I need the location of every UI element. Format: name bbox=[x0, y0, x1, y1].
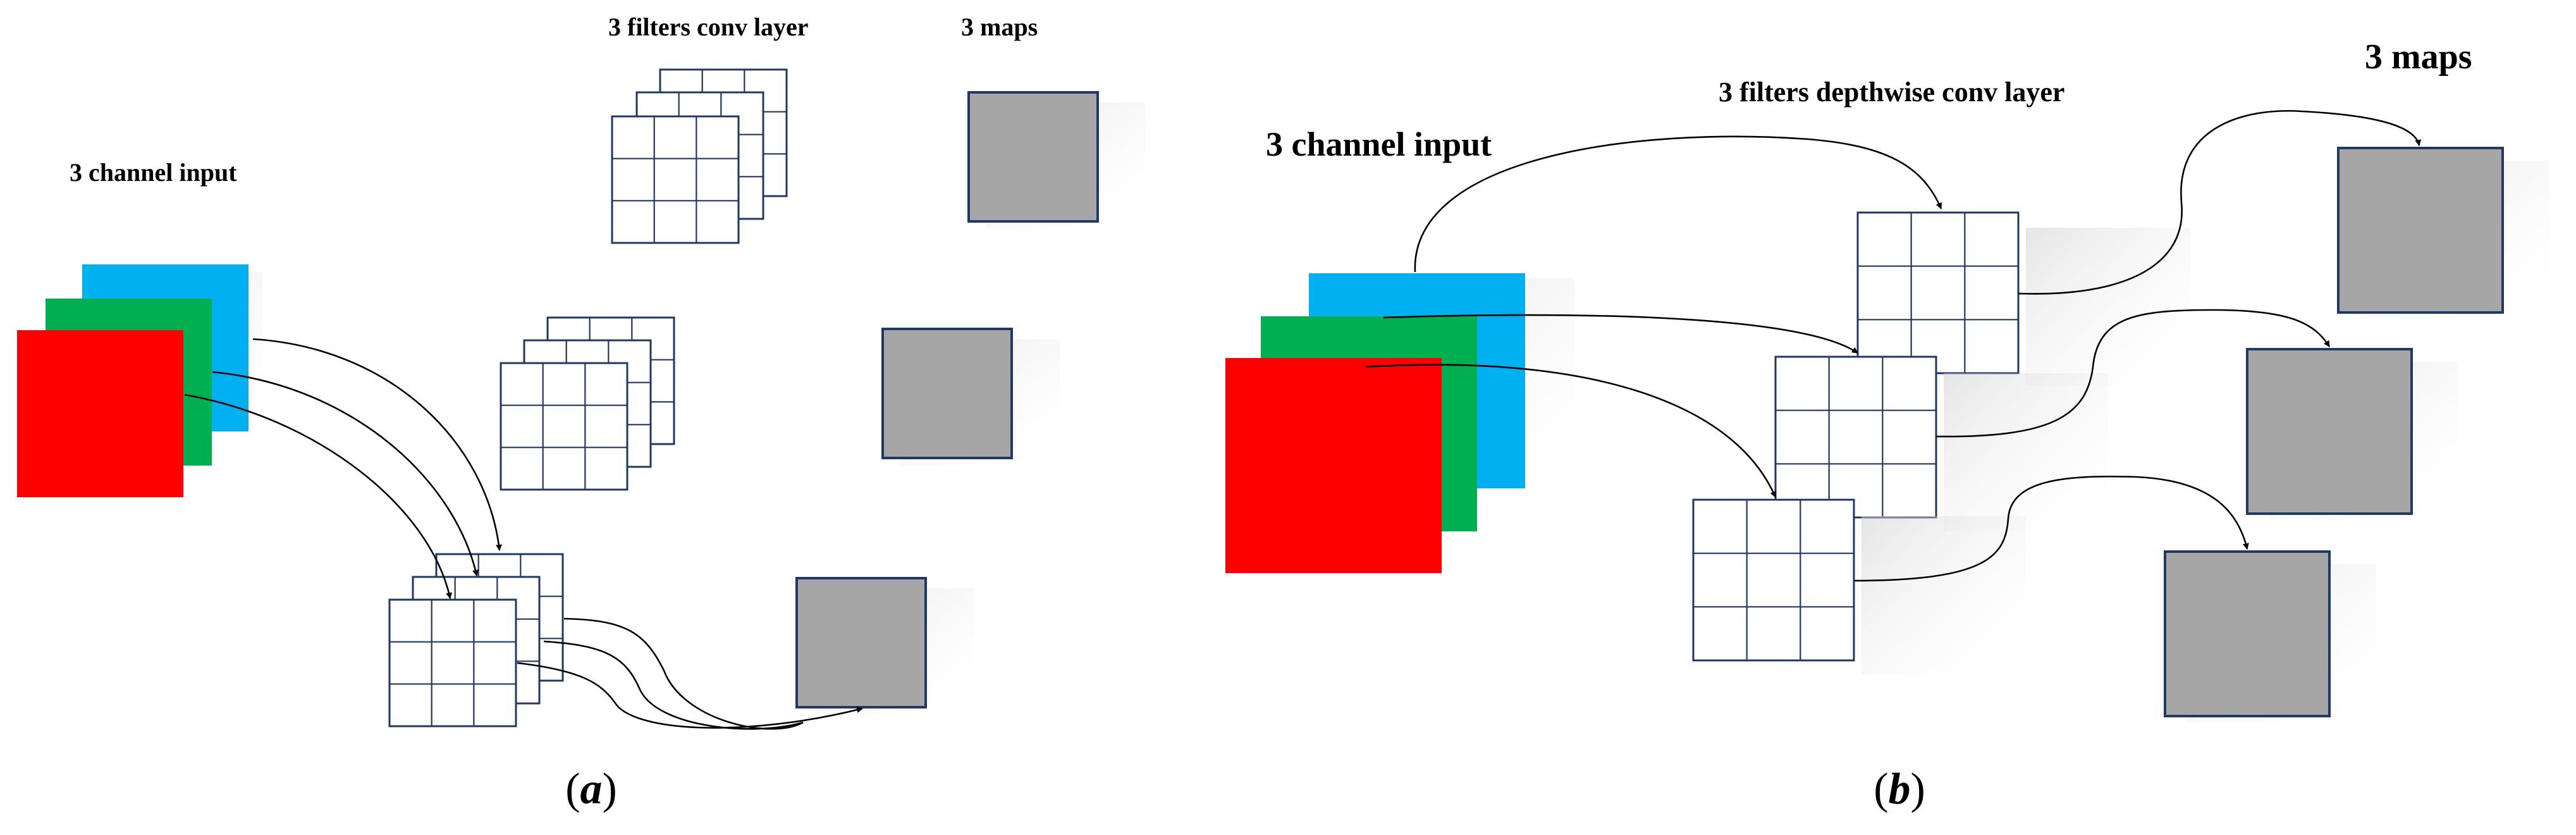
panel-a-output-map-1 bbox=[967, 91, 1099, 223]
merge-line-3 bbox=[517, 662, 863, 729]
panel-b: 3 channel input 3 filters depthwise conv… bbox=[1225, 37, 2549, 813]
panel-a: 3 channel input 3 filters conv layer 3 m… bbox=[17, 13, 1146, 813]
panel-a-caption: (a) bbox=[565, 765, 617, 813]
panel-b-output-arrows bbox=[1853, 110, 2422, 582]
kernel-frame bbox=[611, 115, 740, 244]
panel-a-input-arrows bbox=[184, 338, 502, 599]
merge-line-1 bbox=[563, 617, 804, 730]
panel-b-caption: (b) bbox=[1874, 765, 1925, 813]
panel-b-input-stack bbox=[1225, 273, 1574, 573]
panel-a-merge-arrows bbox=[517, 617, 863, 730]
panel-b-output-map-3 bbox=[2164, 550, 2331, 717]
panel-b-input-arrows bbox=[1365, 135, 1942, 498]
arrow-green-to-filter bbox=[212, 371, 479, 576]
panel-a-filter-stack-2 bbox=[500, 316, 675, 491]
arrow-red-to-filter bbox=[184, 393, 452, 599]
panel-a-input-stack bbox=[17, 264, 262, 497]
panel-b-output-map-2 bbox=[2246, 348, 2413, 515]
depthwise-kernel-1 bbox=[1856, 211, 2020, 374]
arrow-kernel-3-to-map-3 bbox=[1853, 475, 2249, 582]
panel-a-filters-label: 3 filters conv layer bbox=[608, 13, 809, 41]
kernel-grid bbox=[500, 362, 629, 491]
panel-a-maps-label: 3 maps bbox=[961, 13, 1038, 41]
kernel-frame bbox=[1692, 498, 1855, 662]
kernel-grid bbox=[388, 598, 517, 727]
panel-b-input-label: 3 channel input bbox=[1266, 125, 1492, 163]
panel-b-output-maps bbox=[2164, 147, 2549, 722]
kernel-frame bbox=[1856, 211, 2020, 374]
depthwise-kernel-3 bbox=[1692, 498, 1855, 662]
panel-a-filter-stack-1 bbox=[611, 68, 788, 244]
panel-a-filter-stack-3 bbox=[388, 553, 564, 727]
arrow-kernel-2-to-map-2 bbox=[1935, 309, 2331, 438]
kernel-frame bbox=[500, 362, 629, 491]
panel-a-output-map-2 bbox=[881, 328, 1013, 459]
kernel-grid bbox=[611, 115, 740, 244]
panel-a-channel-red bbox=[17, 330, 183, 497]
arrow-red-to-kernel-3 bbox=[1365, 364, 1777, 498]
panel-a-output-map-3 bbox=[795, 577, 927, 708]
arrow-blue-to-kernel-1 bbox=[1414, 135, 1942, 273]
panel-a-input-label: 3 channel input bbox=[70, 158, 237, 187]
kernel-shadow bbox=[1861, 516, 2026, 674]
arrow-kernel-1-to-map-1 bbox=[2018, 110, 2422, 295]
kernel-frame bbox=[1774, 356, 1937, 519]
merge-line-2 bbox=[543, 640, 804, 730]
panel-b-output-map-1 bbox=[2337, 147, 2504, 314]
kernel-shadow bbox=[2026, 228, 2190, 386]
arrow-green-to-kernel-2 bbox=[1383, 314, 1858, 354]
kernel-frame bbox=[388, 598, 517, 727]
arrow-blue-to-filter bbox=[252, 338, 502, 551]
panel-b-filters-label: 3 filters depthwise conv layer bbox=[1719, 77, 2064, 108]
panel-b-maps-label: 3 maps bbox=[2365, 37, 2472, 77]
panel-b-channel-red bbox=[1225, 358, 1442, 573]
panel-b-kernels bbox=[1692, 211, 2190, 674]
panel-a-output-maps bbox=[795, 91, 1146, 715]
depthwise-kernel-2 bbox=[1774, 356, 1937, 519]
